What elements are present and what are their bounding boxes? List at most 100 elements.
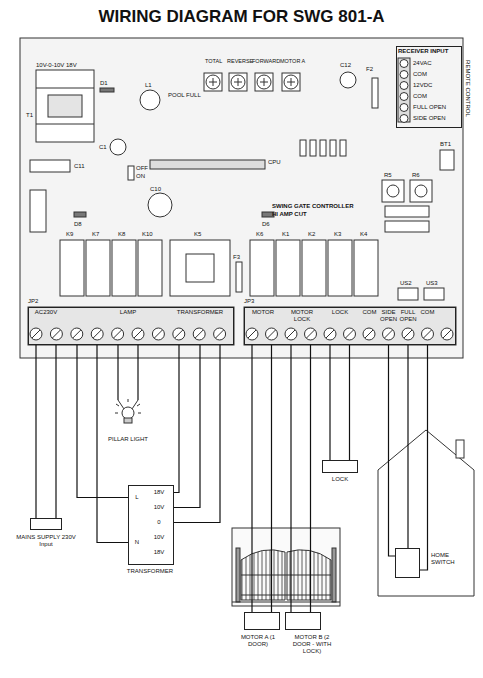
wire: [174, 345, 179, 493]
node-text: TRANSFORMER: [168, 309, 232, 316]
part-label: D6: [262, 221, 270, 228]
circuit-board: [186, 254, 214, 282]
circuit-board: [112, 240, 136, 296]
house-outline: [456, 440, 464, 458]
node-text: 18V: [147, 549, 171, 556]
circuit-board: [398, 288, 418, 300]
circuit-board: [48, 95, 82, 117]
terminal-screw: [326, 330, 334, 338]
receiver-input: RECEIVER INPUT24VACCOM12VDCCOMFULL OPENS…: [396, 46, 462, 128]
circuit-board: [100, 88, 114, 92]
circuit-board: [28, 307, 234, 345]
node-text: REMOTE CONTROL: [465, 58, 472, 118]
terminal-block: JP2AC230VLAMPTRANSFORMER: [28, 307, 234, 345]
wire: [251, 345, 252, 612]
circuit-board: [128, 166, 134, 180]
node-text: COM: [413, 93, 459, 100]
part-label: K5: [194, 231, 201, 238]
node-text: FULL OPEN: [398, 309, 418, 323]
circuit-board: [387, 185, 399, 197]
part-label: T1: [26, 112, 33, 119]
transformer-box: LN18V10V010V18VTRANSFORMER: [128, 485, 174, 565]
node-text: 0: [147, 519, 171, 526]
terminal-screw: [248, 330, 256, 338]
lock-box: LOCK: [322, 460, 358, 473]
circuit-board: [86, 240, 110, 296]
circuit-board: [148, 193, 172, 217]
part-label: C10: [150, 186, 161, 193]
node-text: COM: [418, 309, 437, 316]
circuit-board: [385, 206, 429, 217]
part-label: REVERSE: [227, 58, 253, 64]
terminal-screw: [363, 328, 375, 340]
part-label: F2: [366, 66, 373, 73]
circuit-board: [170, 240, 230, 296]
wire: [271, 345, 272, 612]
wire: [77, 345, 128, 498]
terminal-screw: [193, 328, 205, 340]
wire: [349, 345, 350, 460]
node-text: COM: [360, 309, 379, 316]
terminal-screw: [114, 330, 122, 338]
terminal-screw: [400, 115, 408, 123]
node-text: HI AMP CUT: [272, 211, 382, 218]
circuit-board: [209, 78, 295, 86]
motor-box: MOTOR A (1 DOOR): [244, 612, 280, 630]
circuit-board: [110, 139, 126, 155]
terminal-screw: [400, 82, 408, 90]
terminal-screw: [285, 328, 297, 340]
terminal-screw: [134, 330, 142, 338]
terminal-screw: [173, 328, 185, 340]
circuit-board: [250, 240, 274, 296]
diagram-title: WIRING DIAGRAM FOR SWG 801-A: [0, 7, 483, 27]
node-text: MAINS SUPPLY 230V Input: [16, 534, 76, 548]
part-label: K2: [308, 231, 315, 238]
terminal-screw: [246, 328, 258, 340]
terminal-screw: [443, 330, 451, 338]
part-label: K3: [334, 231, 341, 238]
part-label: D8: [74, 221, 82, 228]
house-outline: [378, 430, 474, 596]
terminal-screw: [287, 330, 295, 338]
terminal-screw: [52, 330, 60, 338]
terminal-screw: [365, 330, 373, 338]
terminal-screw: [400, 104, 408, 112]
circuit-board: [36, 88, 94, 89]
node-text: PILLAR LIGHT: [104, 436, 152, 443]
circuit-board: [340, 72, 356, 88]
terminal-screw: [93, 330, 101, 338]
circuit-board: SWING GATE CONTROLLERHI AMP CUTJP2AC230V…: [20, 38, 463, 358]
terminal-screw: [132, 328, 144, 340]
part-label: K1: [282, 231, 289, 238]
wire: [329, 345, 330, 460]
node-text: JP2: [28, 298, 48, 305]
part-label: TOTAL: [205, 58, 222, 64]
terminal-screw: [32, 330, 40, 338]
node-text: MOTOR LOCK: [283, 309, 321, 323]
terminal-screw: [268, 330, 276, 338]
circuit-board: [415, 185, 427, 197]
part-label: OFF: [136, 165, 148, 172]
terminal-screw: [73, 330, 81, 338]
terminal-screw: [30, 60, 453, 341]
motor-box: MOTOR B (2 DOOR - WITH LOCK): [285, 612, 321, 630]
part-label: K8: [118, 231, 125, 238]
pillar-light-lamp: [124, 418, 132, 423]
circuit-board: [410, 180, 432, 202]
node-text: 24VAC: [413, 60, 459, 67]
part-label: 10V-0-10V 18V: [36, 62, 77, 69]
circuit-board: [138, 240, 162, 296]
node-text: COM: [413, 71, 459, 78]
terminal-screw: [30, 328, 42, 340]
circuit-board: [276, 240, 300, 296]
wire: [389, 345, 396, 556]
terminal-screw: [214, 328, 226, 340]
pillar-light-lamp: [115, 399, 141, 423]
home-switch: HOME SWITCH: [395, 548, 420, 578]
wire: [97, 345, 128, 543]
node-text: JP3: [244, 298, 264, 305]
terminal-screw: [441, 328, 453, 340]
wire: [290, 345, 291, 612]
part-label: K7: [92, 231, 99, 238]
node-text: 10V: [147, 504, 171, 511]
